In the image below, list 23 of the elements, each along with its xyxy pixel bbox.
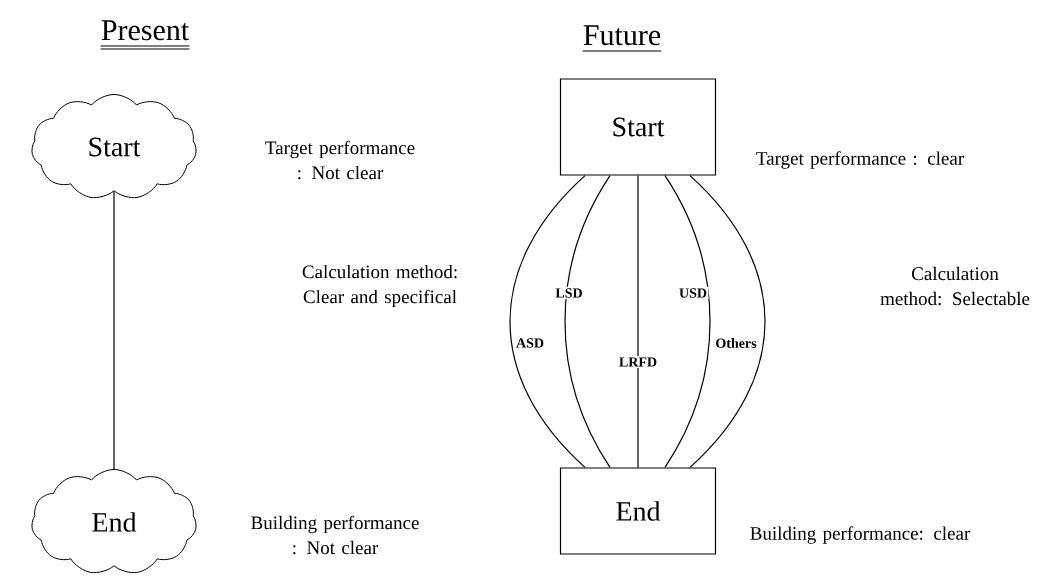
start-cloud: Start bbox=[31, 94, 197, 199]
edge-label: LRFD bbox=[617, 355, 659, 369]
beside-note: Building performance: clear bbox=[750, 526, 971, 544]
edge-label: USD bbox=[677, 286, 709, 300]
connector-line bbox=[564, 175, 611, 468]
heading: Present bbox=[100, 20, 190, 50]
end-cloud: End bbox=[31, 469, 197, 574]
process-box: Start bbox=[559, 78, 717, 176]
connector-line bbox=[689, 175, 766, 468]
edge-label: LSD bbox=[553, 286, 585, 300]
connector-line bbox=[509, 175, 586, 468]
note: Calculation method: Clear and specifical bbox=[302, 264, 457, 308]
note: Calculation method: Selectable bbox=[880, 266, 1030, 306]
connector-line bbox=[113, 190, 115, 470]
connector-line bbox=[637, 175, 639, 468]
connector-line bbox=[664, 175, 711, 468]
process-box: End bbox=[559, 467, 717, 555]
edge-label: Others bbox=[713, 336, 759, 350]
heading: Future bbox=[582, 25, 662, 52]
edge-label: ASD bbox=[514, 336, 546, 350]
beside-note: Building performance : Not clear bbox=[251, 515, 419, 555]
beside-note: Target performance : Not clear bbox=[265, 140, 415, 180]
beside-note: Target performance : clear bbox=[756, 151, 964, 169]
